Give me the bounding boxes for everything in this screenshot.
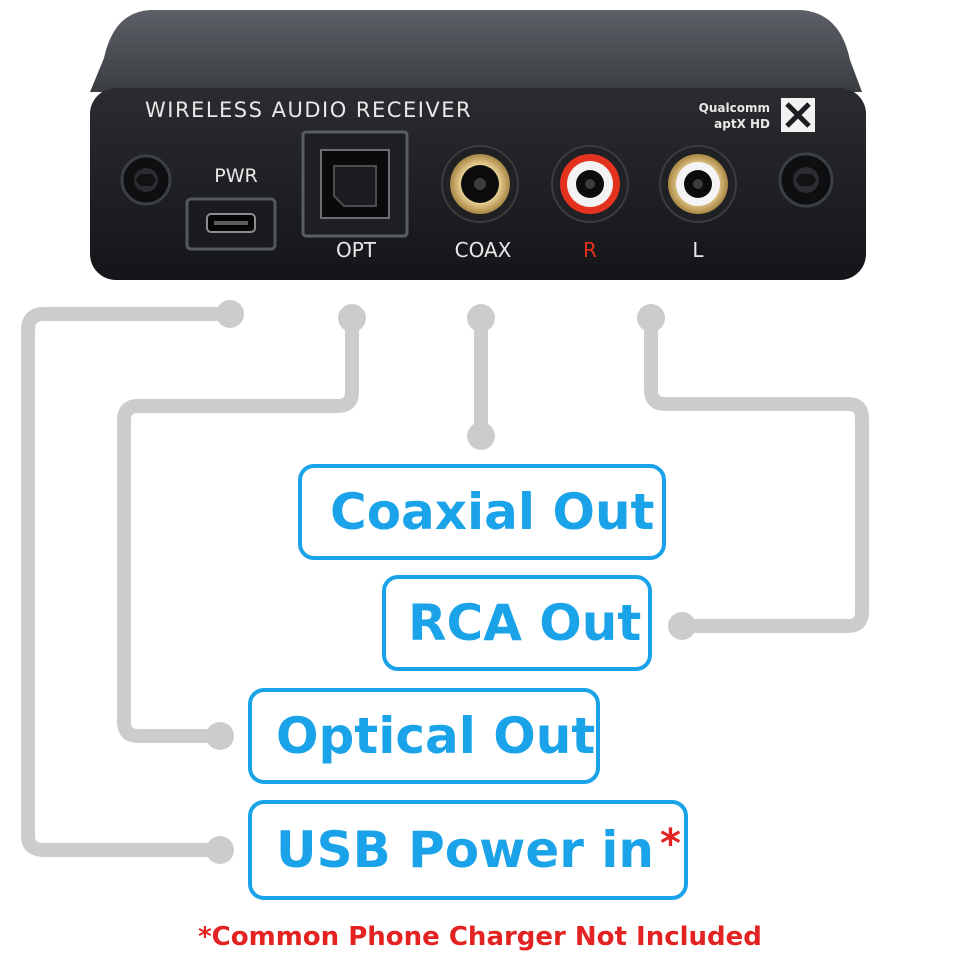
right-screw-icon [778, 152, 834, 208]
connector-dot-usb-start [216, 300, 244, 328]
callout-coaxial-out: Coaxial Out [298, 464, 666, 560]
brand-line-2: aptX HD [714, 117, 770, 131]
aptx-x-logo-icon [781, 98, 815, 132]
rca-left-port [659, 145, 737, 223]
port-label-pwr: PWR [214, 165, 257, 187]
connector-dot-optical-end [206, 722, 234, 750]
port-label-coax: COAX [455, 238, 512, 262]
left-screw-icon [120, 154, 172, 206]
callout-optical-out: Optical Out [248, 688, 600, 784]
port-label-l: L [692, 238, 704, 262]
connector-dot-coaxial-end [467, 422, 495, 450]
connector-dot-rca-end [668, 612, 696, 640]
device-title: WIRELESS AUDIO RECEIVER [145, 98, 472, 122]
connector-line-rca [644, 311, 869, 633]
callout-rca-label: RCA Out [408, 594, 642, 652]
rca-right-port [551, 145, 629, 223]
brand-line-1: Qualcomm [699, 101, 770, 115]
connector-line-optical [117, 311, 359, 743]
optical-port [301, 130, 409, 238]
connector-dot-usb-end [206, 836, 234, 864]
callout-coaxial-label: Coaxial Out [330, 483, 655, 541]
connector-dot-coaxial-start [467, 304, 495, 332]
micro-usb-port [185, 197, 277, 251]
connector-dot-rca-start [637, 304, 665, 332]
callout-usb-asterisk: * [660, 821, 681, 867]
receiver-device: WIRELESS AUDIO RECEIVER Qualcomm aptX HD… [90, 10, 866, 280]
coax-port [441, 145, 519, 223]
callout-rca-out: RCA Out [382, 575, 652, 671]
connector-line-usb [21, 307, 237, 857]
connector-dot-optical-start [338, 304, 366, 332]
callout-usb-power-in: USB Power in * [248, 800, 688, 900]
port-label-opt: OPT [336, 238, 377, 262]
callout-usb-label: USB Power in [276, 821, 655, 879]
port-label-r: R [583, 238, 597, 262]
device-top-surface [90, 10, 862, 92]
footnote-charger-not-included: *Common Phone Charger Not Included [198, 922, 762, 952]
callout-optical-label: Optical Out [276, 707, 596, 765]
